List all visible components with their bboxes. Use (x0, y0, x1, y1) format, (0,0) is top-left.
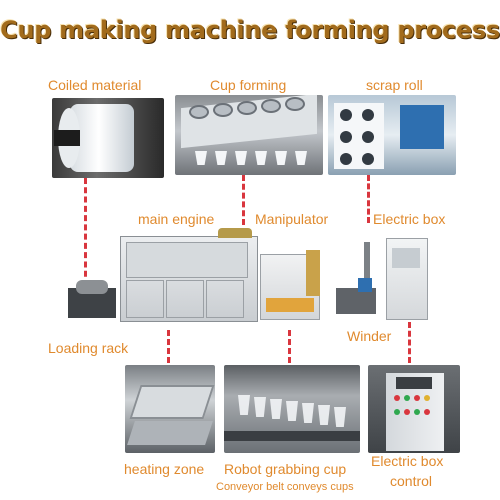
heating-plate (127, 421, 213, 445)
formed-cup (295, 151, 307, 165)
scrap-hole (340, 131, 352, 143)
roll-hub (54, 130, 80, 146)
main-engine-window (126, 242, 248, 278)
sheet-hole (189, 105, 209, 119)
connector-cup-forming (242, 175, 245, 225)
scrap-hole (340, 153, 352, 165)
cup-forming-photo (175, 95, 323, 175)
control-button (424, 395, 430, 401)
winder-frame (336, 288, 376, 314)
control-button (394, 395, 400, 401)
scrap-hole (362, 131, 374, 143)
connector-coiled-material (84, 178, 87, 286)
manipulator-arm (306, 250, 320, 296)
label-coiled-material: Coiled material (48, 77, 142, 93)
scrap-hole (340, 109, 352, 121)
scrap-roll-photo (328, 95, 456, 175)
label-conveyor-belt: Conveyor belt conveys cups (216, 481, 354, 493)
formed-cup (235, 151, 247, 165)
diagram-title: Cup making machine forming process (0, 16, 500, 44)
formed-cup (255, 151, 267, 165)
label-main-engine: main engine (138, 211, 215, 227)
control-display (396, 377, 432, 389)
label-electric-box-control-line2: control (390, 473, 433, 489)
connector-robot-grabbing (288, 330, 291, 363)
control-button (424, 409, 430, 415)
robot-grabbing-photo (224, 365, 360, 453)
label-robot-grabbing-cup: Robot grabbing cup (224, 461, 347, 477)
sheet-hole (237, 101, 257, 115)
stacked-cup (318, 405, 330, 425)
label-scrap-roll: scrap roll (366, 77, 423, 93)
loading-rack-roller (76, 280, 108, 294)
scrap-hole (362, 153, 374, 165)
connector-scrap-roll (367, 175, 370, 223)
main-engine-door (166, 280, 204, 318)
formed-cup (215, 151, 227, 165)
stacked-cup (254, 397, 266, 417)
sheet-hole (285, 97, 305, 111)
main-engine-top (218, 228, 252, 238)
main-engine-door (126, 280, 164, 318)
stacked-cup (238, 395, 250, 415)
stacked-cup (286, 401, 298, 421)
winder-pole (364, 242, 370, 292)
conveyor-belt (224, 431, 360, 441)
winder-guard (400, 105, 444, 149)
label-manipulator: Manipulator (255, 211, 329, 227)
control-button (414, 395, 420, 401)
stacked-cup (334, 407, 346, 427)
heating-zone-photo (125, 365, 215, 453)
winder-motor (358, 278, 372, 292)
control-button (394, 409, 400, 415)
label-electric-box: Electric box (373, 211, 446, 227)
label-winder: Winder (347, 328, 392, 344)
connector-electric-box-control (408, 322, 411, 363)
cup-making-machine (68, 228, 468, 328)
label-electric-box-control-line1: Electric box (371, 453, 444, 469)
label-heating-zone: heating zone (124, 461, 205, 477)
connector-heating-zone (167, 330, 170, 363)
coiled-material-photo (52, 98, 164, 178)
label-loading-rack: Loading rack (48, 340, 129, 356)
control-button (404, 409, 410, 415)
formed-cup (195, 151, 207, 165)
main-engine-door (206, 280, 244, 318)
stacked-cup (302, 403, 314, 423)
electric-box-control-photo (368, 365, 460, 453)
formed-cup (275, 151, 287, 165)
label-cup-forming: Cup forming (210, 77, 287, 93)
electric-box-panel (392, 248, 420, 268)
sheet-hole (261, 99, 281, 113)
manipulator-base (266, 298, 314, 312)
heating-tray (129, 385, 215, 419)
control-button (404, 395, 410, 401)
material-roll (70, 104, 134, 172)
stacked-cup (270, 399, 282, 419)
control-button (414, 409, 420, 415)
scrap-hole (362, 109, 374, 121)
sheet-hole (213, 103, 233, 117)
